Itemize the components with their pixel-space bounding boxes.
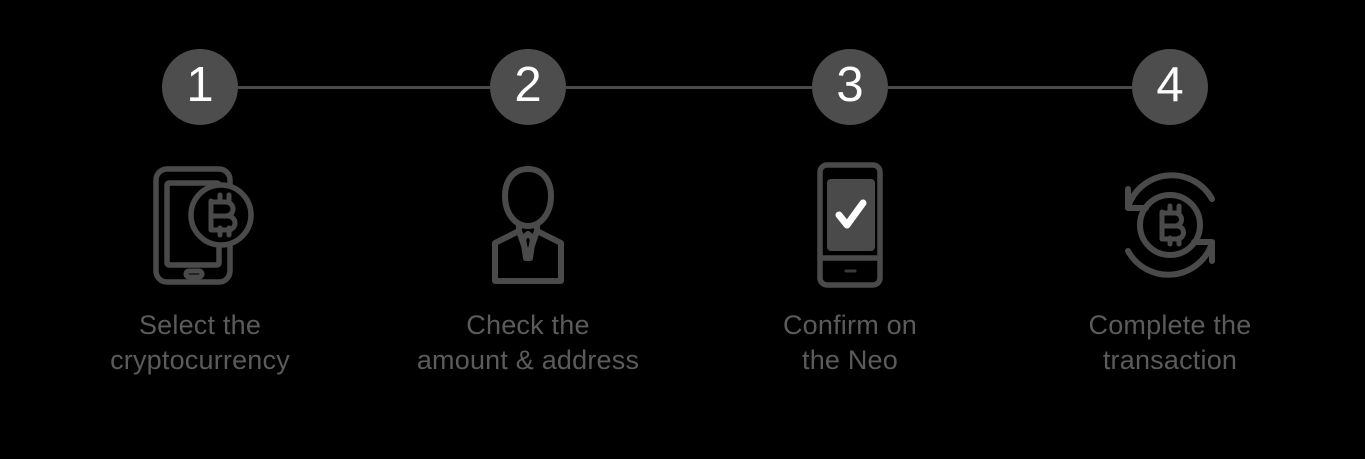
step-1-icon-wrap xyxy=(140,160,260,290)
step-column-3: Confirm on the Neo xyxy=(700,160,1000,378)
step-2-caption: Check the amount & address xyxy=(417,308,639,378)
progress-rail: 1 2 3 4 xyxy=(0,0,1365,160)
step-3-caption-line2: the Neo xyxy=(802,345,898,375)
step-4-caption-line2: transaction xyxy=(1102,345,1238,375)
step-indicator-2-number: 2 xyxy=(514,57,542,112)
connector-line-2-3 xyxy=(566,86,812,89)
step-column-2: Check the amount & address xyxy=(378,160,678,378)
step-indicator-4-number: 4 xyxy=(1156,57,1184,112)
step-2-caption-line1: Check the xyxy=(466,310,590,340)
step-indicator-3[interactable]: 3 xyxy=(812,49,888,125)
step-indicator-1-number: 1 xyxy=(186,57,214,112)
step-1-caption-line2: cryptocurrency xyxy=(110,345,290,375)
step-3-caption-line1: Confirm on xyxy=(782,310,918,340)
step-4-caption: Complete the transaction xyxy=(1089,308,1252,378)
step-indicator-2[interactable]: 2 xyxy=(490,49,566,125)
step-1-caption-line1: Select the xyxy=(138,310,262,340)
step-2-icon-wrap xyxy=(468,160,588,290)
step-1-caption: Select the cryptocurrency xyxy=(110,308,290,378)
connector-line-3-4 xyxy=(888,86,1132,89)
connector-line-1-2 xyxy=(238,86,490,89)
step-indicator-3-number: 3 xyxy=(836,57,864,112)
step-3-caption: Confirm on the Neo xyxy=(783,308,917,378)
step-4-icon-wrap xyxy=(1110,160,1230,290)
step-indicator-1[interactable]: 1 xyxy=(162,49,238,125)
device-checkmark-icon xyxy=(817,162,883,288)
bitcoin-exchange-arrows-icon xyxy=(1125,172,1215,278)
phone-bitcoin-icon xyxy=(153,166,254,285)
person-suit-icon xyxy=(492,166,564,284)
step-columns: Select the cryptocurrency xyxy=(0,160,1365,459)
step-4-caption-line1: Complete the xyxy=(1088,310,1252,340)
step-indicator-4[interactable]: 4 xyxy=(1132,49,1208,125)
step-3-icon-wrap xyxy=(790,160,910,290)
step-2-caption-line2: amount & address xyxy=(416,345,640,375)
step-column-4: Complete the transaction xyxy=(1020,160,1320,378)
step-column-1: Select the cryptocurrency xyxy=(50,160,350,378)
